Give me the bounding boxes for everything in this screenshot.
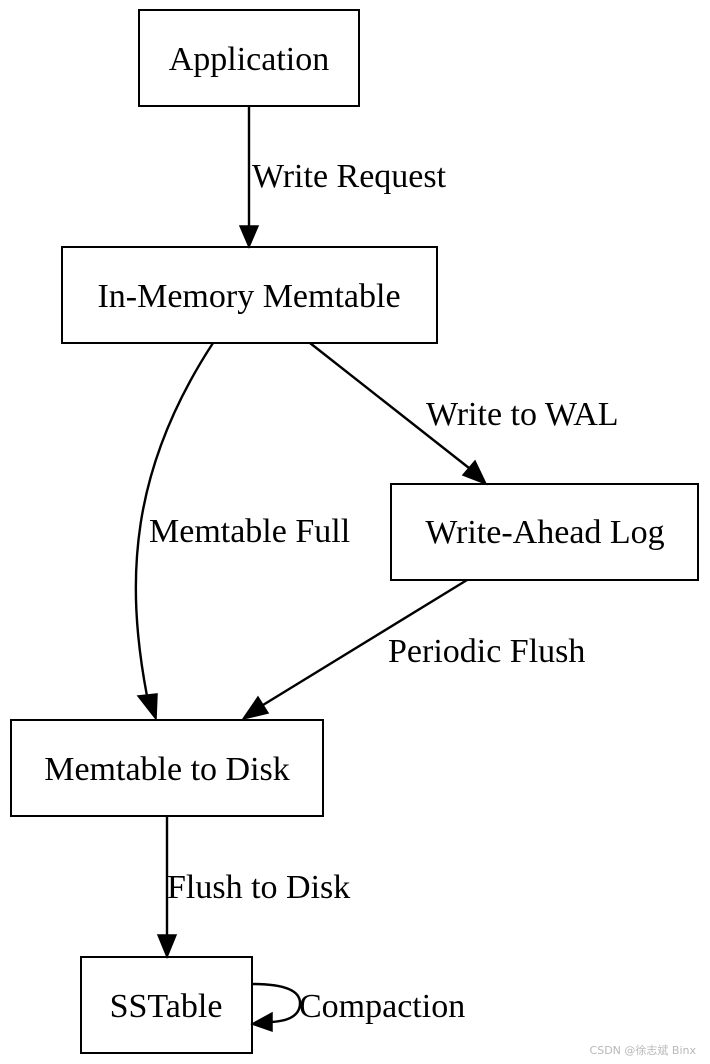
edge-write-request-label: Write Request	[252, 158, 447, 195]
edge-compaction: Compaction	[250, 982, 465, 1033]
edge-write-to-wal-line	[309, 342, 470, 469]
edge-memtable-full-arrowhead	[136, 693, 158, 722]
node-sstable: SSTable	[80, 956, 253, 1054]
edge-write-request: Write Request	[238, 106, 447, 249]
node-application-label: Application	[169, 41, 330, 78]
node-write-ahead-log: Write-Ahead Log	[390, 483, 699, 581]
node-in-memory-memtable-label: In-Memory Memtable	[97, 278, 400, 315]
edge-write-to-wal-label: Write to WAL	[426, 396, 619, 433]
edge-memtable-full-label: Memtable Full	[149, 513, 350, 550]
node-in-memory-memtable: In-Memory Memtable	[61, 246, 438, 344]
edge-compaction-arrowhead	[250, 1011, 273, 1033]
node-memtable-to-disk-label: Memtable to Disk	[44, 751, 290, 788]
node-application: Application	[138, 9, 360, 107]
node-write-ahead-log-label: Write-Ahead Log	[425, 514, 664, 551]
edge-write-to-wal: Write to WAL	[309, 342, 619, 486]
edge-flush-to-disk-arrowhead	[156, 934, 178, 959]
edge-flush-to-disk: Flush to Disk	[156, 816, 350, 959]
node-sstable-label: SSTable	[110, 988, 223, 1025]
edge-memtable-full: Memtable Full	[134, 342, 350, 722]
edge-memtable-full-line	[134, 342, 215, 697]
edge-write-request-arrowhead	[238, 225, 260, 249]
edge-periodic-flush: Periodic Flush	[241, 578, 585, 721]
edge-write-to-wal-arrowhead	[461, 459, 488, 486]
edge-compaction-line	[251, 982, 302, 1024]
edge-periodic-flush-label: Periodic Flush	[388, 633, 585, 670]
edge-compaction-label: Compaction	[299, 988, 465, 1025]
edge-flush-to-disk-label: Flush to Disk	[167, 869, 350, 906]
node-memtable-to-disk: Memtable to Disk	[10, 719, 324, 817]
edge-periodic-flush-line	[262, 578, 468, 707]
edge-periodic-flush-arrowhead	[241, 695, 270, 721]
watermark: CSDN @徐志斌 Binx	[589, 1044, 696, 1057]
